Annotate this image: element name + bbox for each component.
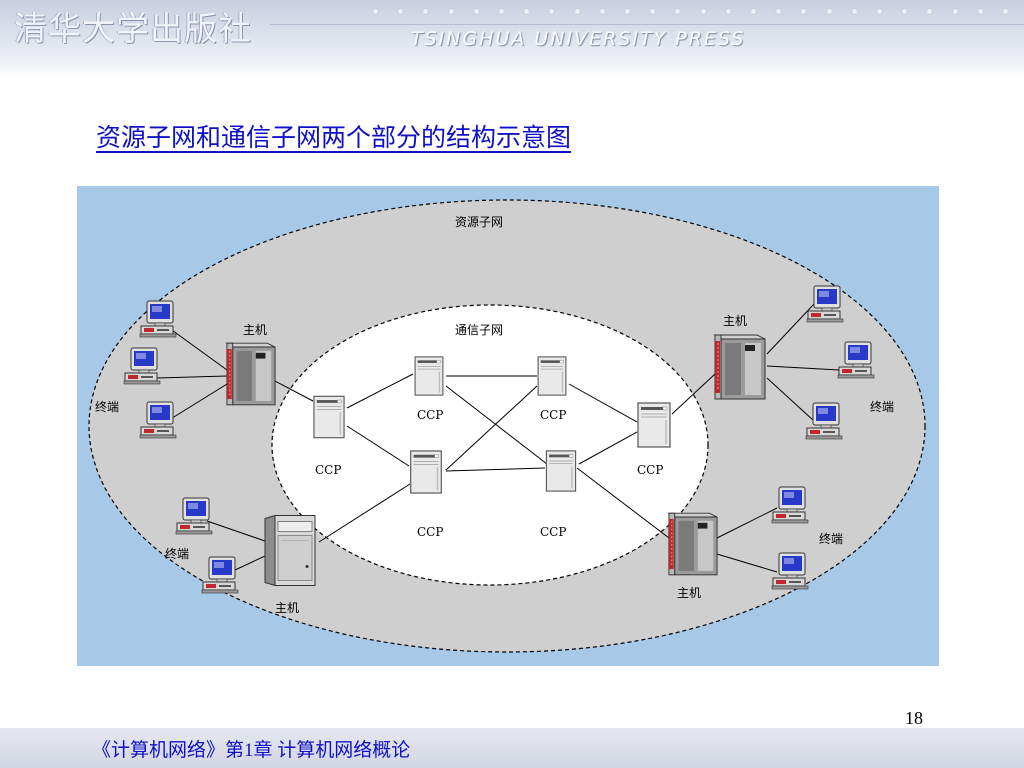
header-dot [927,9,933,14]
header-dot [801,9,807,14]
terminal-label: 终端 [819,531,843,546]
header-dot [625,9,630,14]
host-left [226,342,276,406]
ccp-label: CCP [417,408,443,422]
host-right [714,334,766,400]
header-dot [574,9,580,14]
ccp-label: CCP [637,463,663,477]
ccp-label: CCP [540,408,566,422]
header-dot [524,9,530,14]
header-dot [952,9,958,14]
resource-subnet-label: 资源子网 [455,215,503,229]
header-dot [826,9,832,14]
header-dot [549,9,555,14]
header-dot [776,9,782,14]
header-dot [650,9,656,14]
host-label: 主机 [243,323,267,337]
ccp-label: CCP [315,463,341,477]
host-bottom-left [264,514,316,587]
header-dot [877,9,882,14]
ccp-label: CCP [540,525,566,539]
page-number: 18 [905,708,923,728]
host-label: 主机 [723,314,747,328]
header-dot [851,9,857,14]
header-dot [373,9,378,14]
publisher-name: 清华大学出版社 [14,9,252,48]
network-diagram-canvas: 资源子网 通信子网 CCP CCP CCP CCP CCP CCP 主机 主机 … [88,199,926,653]
header-dot [751,9,756,14]
ccp-node-bottom-right [545,450,577,492]
communication-subnet-region [271,304,709,586]
header-dot [423,9,429,14]
ccp-node-right [637,402,671,448]
ccp-node-left [313,395,345,439]
header-dot [725,9,731,14]
header-dot [675,9,681,14]
header-dot [700,9,706,14]
header-dot [473,9,479,14]
host-label: 主机 [677,586,701,600]
terminal-label: 终端 [165,546,189,561]
footer-chapter-title: 《计算机网络》第1章 计算机网络概论 [92,740,411,761]
header-dot [499,9,504,14]
header-dot [398,9,404,14]
header-dot [977,9,983,14]
header-rule [270,24,1024,25]
ccp-label: CCP [417,525,443,539]
ccp-node-bottom-left [409,450,443,494]
network-links [156,303,840,573]
ccp-node-top-left [414,356,444,396]
slide-title: 资源子网和通信子网两个部分的结构示意图 [96,123,572,152]
header-banner: 清华大学出版社 TSINGHUA UNIVERSITY PRESS [0,0,1024,78]
host-bottom-right [668,512,718,576]
ccp-node-top-right [537,356,567,396]
network-diagram: 资源子网 通信子网 CCP CCP CCP CCP CCP CCP 主机 主机 … [77,186,939,666]
host-label: 主机 [275,601,299,615]
footer-bar [0,728,1024,768]
header-dot [599,9,605,14]
publisher-english-name: TSINGHUA UNIVERSITY PRESS [411,28,746,50]
header-dot [1003,9,1008,14]
header-dot [448,9,454,14]
header-dot [902,9,908,14]
terminal-label: 终端 [870,399,894,414]
communication-subnet-label: 通信子网 [455,323,503,337]
terminal-label: 终端 [95,399,119,414]
